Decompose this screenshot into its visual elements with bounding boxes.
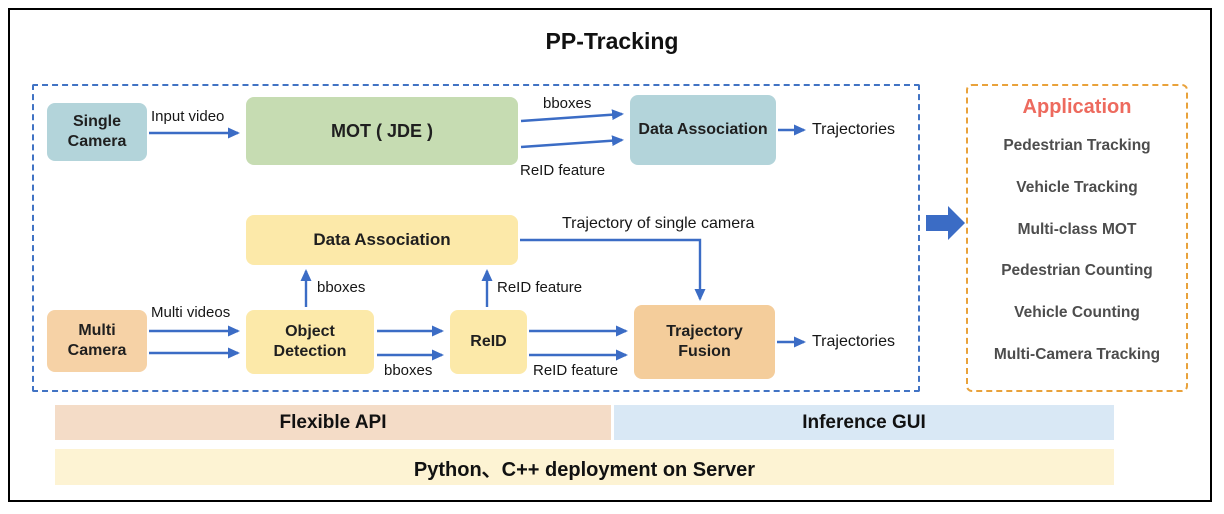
- application-item-multiclass-mot: Multi-class MOT: [1017, 220, 1137, 238]
- bar-flexible-api: Flexible API: [55, 405, 611, 440]
- edge-label-trajectories-bottom: Trajectories: [812, 333, 895, 350]
- edge-label-reid-feature-top: ReID feature: [520, 162, 606, 179]
- node-trajectory-fusion: Trajectory Fusion: [634, 305, 775, 379]
- pipeline-container: [32, 84, 920, 392]
- node-single-camera: Single Camera: [47, 103, 147, 161]
- application-item-vehicle-counting: Vehicle Counting: [1014, 304, 1140, 322]
- outer-frame: [8, 8, 1212, 502]
- node-multi-camera: Multi Camera: [47, 310, 147, 372]
- application-panel: Application Pedestrian Tracking Vehicle …: [966, 84, 1188, 392]
- application-items: Pedestrian Tracking Vehicle Tracking Mul…: [968, 119, 1186, 390]
- edge-label-bboxes-top: bboxes: [543, 95, 592, 112]
- bar-deployment: Python、C++ deployment on Server: [55, 449, 1114, 485]
- application-title: Application: [1022, 96, 1132, 118]
- edge-label-trajectories-top: Trajectories: [812, 121, 895, 138]
- edge-label-multi-videos: Multi videos: [151, 304, 231, 321]
- application-item-multicamera-tracking: Multi-Camera Tracking: [993, 346, 1161, 364]
- page-title: PP-Tracking: [545, 28, 679, 54]
- node-object-detection: Object Detection: [246, 310, 374, 374]
- edge-label-bboxes-bottom: bboxes: [384, 362, 433, 379]
- node-mot-jde: MOT ( JDE ): [246, 97, 518, 165]
- application-item-pedestrian-counting: Pedestrian Counting: [1001, 262, 1153, 280]
- application-item-pedestrian-tracking: Pedestrian Tracking: [1003, 136, 1151, 154]
- edge-label-input-video: Input video: [151, 108, 225, 125]
- node-data-association-top: Data Association: [630, 95, 776, 165]
- edge-label-trajectory-single-camera: Trajectory of single camera: [562, 215, 755, 232]
- application-item-vehicle-tracking: Vehicle Tracking: [1016, 178, 1138, 196]
- bar-inference-gui: Inference GUI: [614, 405, 1114, 440]
- edge-label-reid-feature-bottom: ReID feature: [533, 362, 619, 379]
- edge-label-reid-feature-up: ReID feature: [497, 279, 583, 296]
- node-data-association-mid: Data Association: [246, 215, 518, 265]
- edge-label-bboxes-up: bboxes: [317, 279, 366, 296]
- node-reid: ReID: [450, 310, 527, 374]
